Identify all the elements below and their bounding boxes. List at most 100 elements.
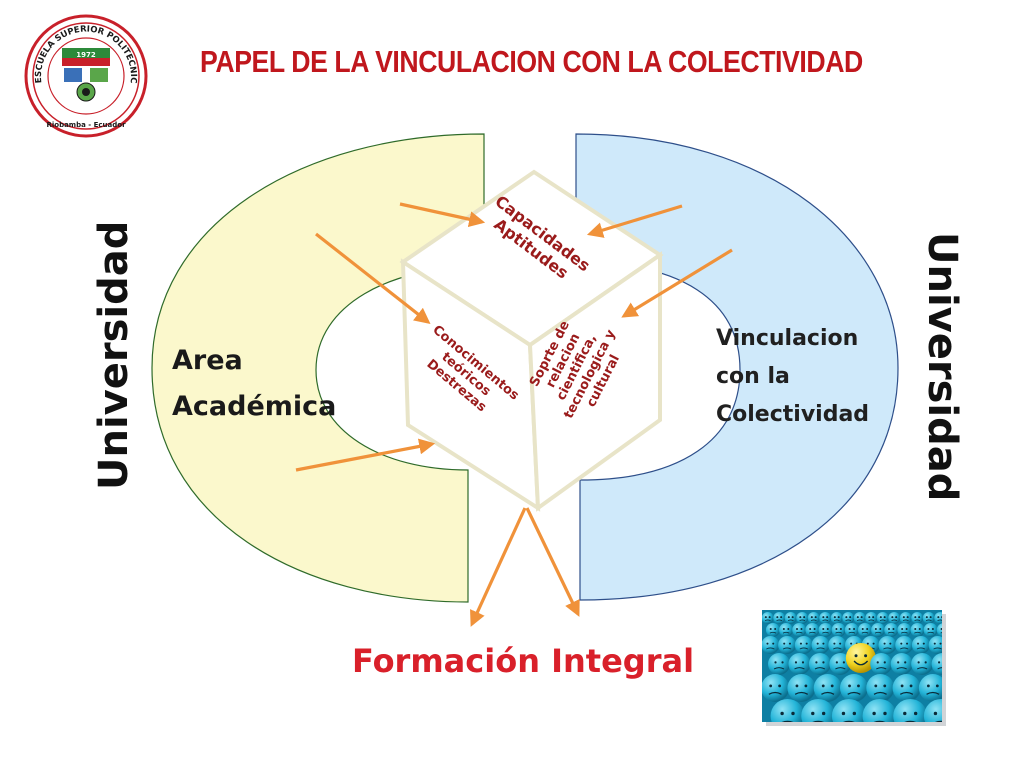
ball-eye [895,616,898,619]
blue-ball [805,623,820,637]
ball-eye [900,684,904,688]
ball-eye [821,684,825,688]
logo-year: 1972 [76,51,96,59]
ball-eye [933,711,938,716]
ball-eye [816,642,819,645]
ball-eye [837,616,840,619]
vinc-line-2: con la [716,364,790,389]
ball-eye [822,642,825,645]
frown-mouth [876,667,887,670]
ball-eye [857,684,860,688]
frown-mouth [782,647,792,650]
blue-ball [910,623,925,637]
frown-mouth [925,619,932,622]
frown-mouth [934,720,942,722]
blue-ball [762,674,790,702]
blue-ball [818,623,833,637]
blue-ball [923,699,942,722]
universidad-right-label: Universidad [919,232,965,502]
ball-eye [913,711,918,716]
ball-eye [906,642,909,645]
blue-ball [765,623,780,637]
frown-mouth [812,720,825,722]
blue-ball [911,636,930,654]
ball-eye [794,661,798,664]
ball-eye [839,627,842,630]
frown-mouth [799,619,806,622]
arrow-down-left [470,507,527,627]
ball-eye [781,661,784,664]
ball-eye [768,616,771,619]
vinc-line-3: Colectividad [716,402,870,427]
blue-ball [884,623,899,637]
blue-ball [899,612,912,624]
blue-ball [892,674,921,702]
blue-ball [876,612,889,624]
frown-mouth [896,667,907,670]
ball-eye [780,616,783,619]
blue-ball [762,612,774,624]
frown-mouth [937,667,942,670]
ball-eye [822,661,825,664]
frown-mouth [887,631,895,634]
frown-mouth [822,631,829,634]
blue-ball [811,636,830,654]
ball-eye [848,684,851,688]
blue-ball [918,674,942,702]
ball-eye [815,661,818,664]
blue-ball [936,623,942,637]
ball-eye [821,711,826,716]
frown-mouth [899,691,914,695]
ball-eye [774,661,777,664]
arrow-left-upper [315,232,431,324]
ball-eye [937,616,940,619]
ball-eye [872,711,876,716]
frown-mouth [816,647,825,650]
blue-ball [819,612,832,624]
ball-eye [892,627,895,630]
frown-mouth [868,619,875,622]
frown-mouth [845,619,852,622]
frown-mouth [773,667,785,670]
ball-eye [795,684,799,688]
ball-eye [918,627,921,630]
frown-mouth [833,619,840,622]
frown-mouth [879,619,886,622]
frown-mouth [933,647,942,650]
frown-mouth [883,647,892,650]
frown-mouth [766,647,775,650]
ball-eye [917,661,920,664]
cube-right-face [527,251,662,512]
ball-eye [906,616,909,619]
ball-eye [866,627,869,630]
ball-eye [866,642,869,645]
blue-ball [792,623,807,637]
blue-ball [871,623,886,637]
page-title: PAPEL DE LA VINCULACION CON LA COLECTIVI… [200,44,863,79]
frown-mouth [916,647,926,650]
blue-ball [911,653,934,675]
ball-eye [933,642,936,645]
frown-mouth [927,631,935,634]
ball-eye [787,616,790,619]
ball-eye [872,642,875,645]
ball-eye [822,627,825,630]
ball-eye [776,616,779,619]
ball-eye [931,627,934,630]
ball-eye [801,661,805,664]
formacion-integral-label: Formación Integral [352,642,695,680]
ball-eye [909,684,913,688]
left-academic-ring [151,133,485,603]
frown-mouth [940,632,942,634]
frown-mouth [776,619,783,622]
frown-mouth [856,619,863,622]
ball-eye [788,642,791,645]
ball-eye [926,684,930,688]
ball-eye [900,642,903,645]
blue-ball [778,636,797,654]
blue-ball [890,653,913,675]
ball-eye [937,661,941,664]
ball-eye [809,627,812,630]
ball-eye [769,684,773,688]
ball-eye [902,616,905,619]
